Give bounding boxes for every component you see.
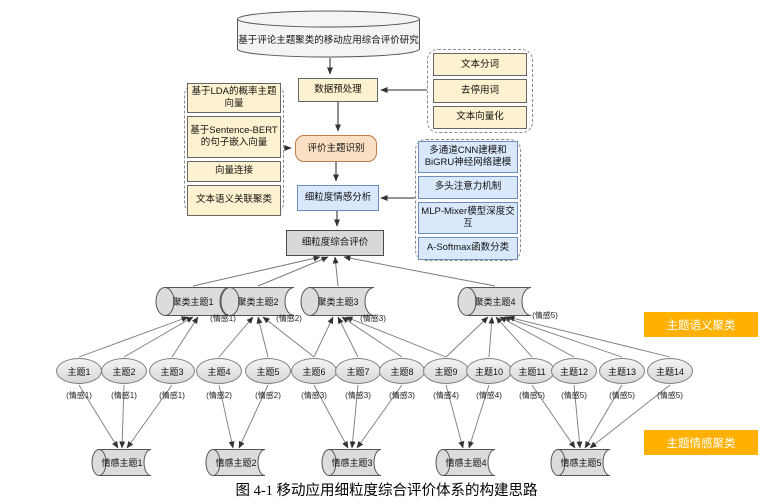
topic-sentiment-label: (情感2) [255,391,281,400]
topic-node: 主题12 [551,358,597,384]
topic-node: 主题2 [101,358,147,384]
topic-sentiment-label: (情感1) [66,391,92,400]
topic-to-cluster-arrows [78,315,671,358]
emotion-topic-label: 情感主题5 [560,458,602,468]
sentiment-cluster-tag: 主题情感聚类 [644,430,758,455]
topic-sentiment-label: (情感3) [301,391,327,400]
topic-sentiment-label: (情感4) [433,391,459,400]
topic-method: 向量连接 [187,160,281,182]
emotion-topic-node: 情感主题4 [435,449,496,476]
topic-sentiment-label: (情感4) [476,391,502,400]
topic-identify-node: 评价主题识别 [295,135,377,162]
root-database-label: 基于评论主题聚类的移动应用综合评价研究 [238,35,419,46]
sentiment-method: 多头注意力机制 [418,175,518,199]
topic-node: 主题3 [149,358,195,384]
topic-node: 主题9 [423,358,469,384]
topic-method: 文本语义关联聚类 [187,184,281,216]
figure-caption: 图 4-1 移动应用细粒度综合评价体系的构建思路 [235,483,538,499]
cluster-topic-node: 聚类主题1 [155,287,230,316]
sentiment-method: 多通道CNN建模和BiGRU神经网络建模 [418,140,518,173]
topic-methods-group: 基于LDA的概率主题向量 基于Sentence-BERT的句子嵌入向量 向量连接… [184,82,284,216]
cluster-topic-node: 聚类主题2 [220,287,295,316]
preprocess-node: 数据预处理 [298,78,378,102]
topic-sentiment-label: (情感2) [206,391,232,400]
emotion-topic-node: 情感主题3 [321,449,382,476]
sentiment-method: A-Softmax函数分类 [418,236,518,260]
topic-node: 主题8 [379,358,425,384]
preprocess-step: 文本向量化 [433,105,527,129]
emotion-topic-node: 情感主题2 [205,449,266,476]
topic-method: 基于Sentence-BERT的句子嵌入向量 [187,115,281,158]
emotion-topic-label: 情感主题4 [445,458,487,468]
topic-node: 主题4 [196,358,242,384]
topic-node: 主题1 [56,358,102,384]
topic-node: 主题6 [291,358,337,384]
cluster-topic-label: 聚类主题4 [474,297,516,307]
topic-node: 主题10 [466,358,512,384]
topic-to-emotion-arrows [78,384,671,449]
sentiment-analysis-node: 细粒度情感分析 [297,185,379,211]
cluster-topic-label: 聚类主题2 [237,297,279,307]
preprocess-step: 文本分词 [433,53,527,77]
topic-sentiment-label: (情感3) [345,391,371,400]
cluster-sentiment-label: (情感3) [360,314,386,323]
cluster-topic-node: 聚类主题4 [457,287,532,316]
cluster-to-evaluation-arrows [192,255,496,287]
sentiment-methods-group: 多通道CNN建模和BiGRU神经网络建模 多头注意力机制 MLP-Mixer模型… [415,139,521,261]
cluster-topic-label: 聚类主题3 [317,297,359,307]
topic-sentiment-label: (情感5) [519,391,545,400]
root-database-node: 基于评论主题聚类的移动应用综合评价研究 [237,10,420,58]
cluster-topic-label: 聚类主题1 [172,297,214,307]
evaluation-node: 细粒度综合评价 [286,230,384,256]
topic-node: 主题5 [245,358,291,384]
cluster-sentiment-label: (情感5) [532,311,558,320]
topic-node: 主题14 [647,358,693,384]
cluster-sentiment-label: (情感1) [210,314,236,323]
topic-method: 基于LDA的概率主题向量 [187,82,281,113]
topic-sentiment-label: (情感5) [561,391,587,400]
topic-sentiment-label: (情感3) [389,391,415,400]
emotion-topic-node: 情感主题1 [91,449,152,476]
cluster-sentiment-label: (情感2) [276,314,302,323]
main-flow-arrows [284,58,427,227]
database-cylinder-shape [237,10,420,58]
emotion-topic-label: 情感主题1 [101,458,143,468]
topic-node: 主题11 [509,358,555,384]
emotion-topic-node: 情感主题5 [550,449,611,476]
topic-node: 主题7 [335,358,381,384]
topic-sentiment-label: (情感5) [657,391,683,400]
semantic-cluster-tag: 主题语义聚类 [644,312,758,337]
topic-node: 主题13 [599,358,645,384]
preprocess-step: 去停用词 [433,79,527,103]
cluster-topic-node: 聚类主题3 [300,287,375,316]
emotion-topic-label: 情感主题3 [331,458,373,468]
emotion-topic-label: 情感主题2 [215,458,257,468]
sentiment-method: MLP-Mixer模型深度交互 [418,201,518,234]
topic-sentiment-label: (情感1) [111,391,137,400]
preprocess-steps-group: 文本分词 去停用词 文本向量化 [427,49,533,133]
topic-sentiment-label: (情感5) [609,391,635,400]
topic-sentiment-label: (情感1) [159,391,185,400]
